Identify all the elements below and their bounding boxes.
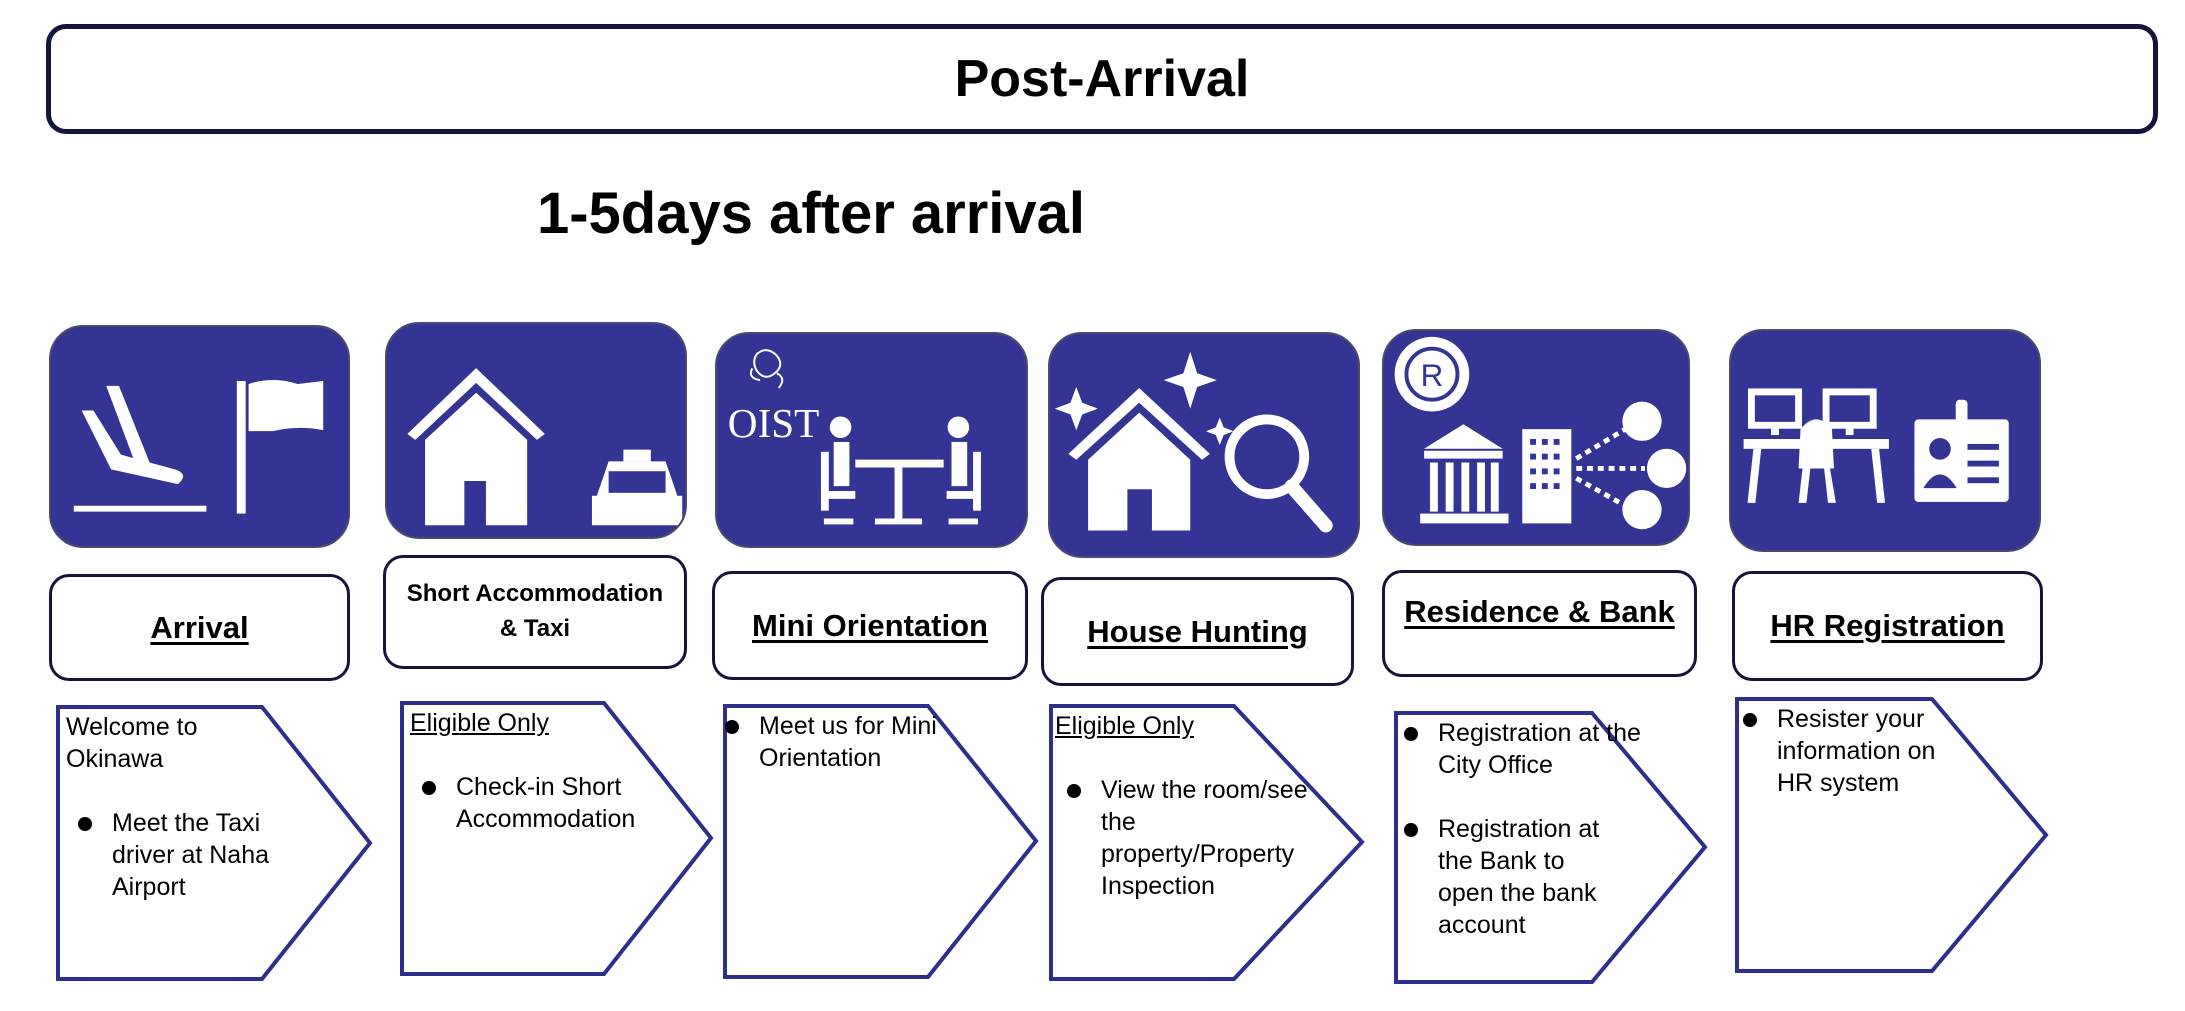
page-title: Post-Arrival [954, 50, 1250, 108]
step-details-residence-bank: Registration at the City Office Registra… [1392, 711, 1708, 984]
step-title-line: Short Accommodation [406, 580, 664, 608]
eligibility-note: Eligible Only [1055, 712, 1194, 740]
step-details-mini-orientation: Meet us for Mini Orientation [723, 704, 1039, 979]
step-label-residence-bank: Residence & Bank [1382, 570, 1697, 677]
plane-landing-flag-icon [49, 325, 350, 548]
bullet-item: Resister your information on HR system [1731, 703, 1947, 799]
step-title: Arrival [150, 609, 249, 645]
step-title-line: & Taxi [499, 615, 571, 642]
oist-meeting-icon: OIST [715, 332, 1028, 548]
bank-registration-icon: R [1382, 329, 1690, 546]
svg-text:R: R [1421, 358, 1444, 393]
house-search-icon [1048, 332, 1360, 558]
house-taxi-icon [385, 322, 687, 539]
step-details-hr-registration: Resister your information on HR system [1735, 697, 2049, 973]
bullet-item: Meet the Taxi driver at Naha Airport [66, 807, 282, 903]
step-details-house-hunting: Eligible Only View the room/see the prop… [1049, 704, 1365, 981]
step-label-hr-registration: HR Registration [1732, 571, 2043, 681]
step-label-short-accommodation: Short Accommodation & Taxi [383, 555, 687, 669]
step-label-mini-orientation: Mini Orientation [712, 571, 1028, 680]
step-title: Mini Orientation [752, 607, 988, 643]
eligibility-note: Eligible Only [410, 709, 549, 737]
step-intro: Welcome to Okinawa [66, 713, 198, 773]
desk-id-card-icon [1729, 329, 2041, 552]
step-details-short-accommodation: Eligible Only Check-in Short Accommodati… [400, 701, 714, 976]
bullet-item: Check-in Short Accommodation [410, 771, 656, 835]
step-label-house-hunting: House Hunting [1041, 577, 1354, 686]
step-title: Short Accommodation & Taxi [407, 577, 663, 647]
bullet-item: Registration at the Bank to open the ban… [1392, 813, 1623, 941]
step-title: HR Registration [1770, 608, 2005, 643]
timeline-subtitle: 1-5days after arrival [536, 181, 1086, 246]
step-title: House Hunting [1087, 613, 1308, 649]
title-banner: Post-Arrival [46, 24, 2158, 134]
bullet-item: Registration at the City Office [1392, 717, 1648, 781]
svg-text:OIST: OIST [728, 400, 820, 446]
step-details-arrival: Welcome to Okinawa Meet the Taxi driver … [56, 705, 373, 981]
step-label-arrival: Arrival [49, 574, 350, 681]
step-title: Residence & Bank [1404, 593, 1675, 629]
bullet-item: View the room/see the property/Property … [1055, 774, 1311, 902]
bullet-item: Meet us for Mini Orientation [713, 710, 959, 774]
